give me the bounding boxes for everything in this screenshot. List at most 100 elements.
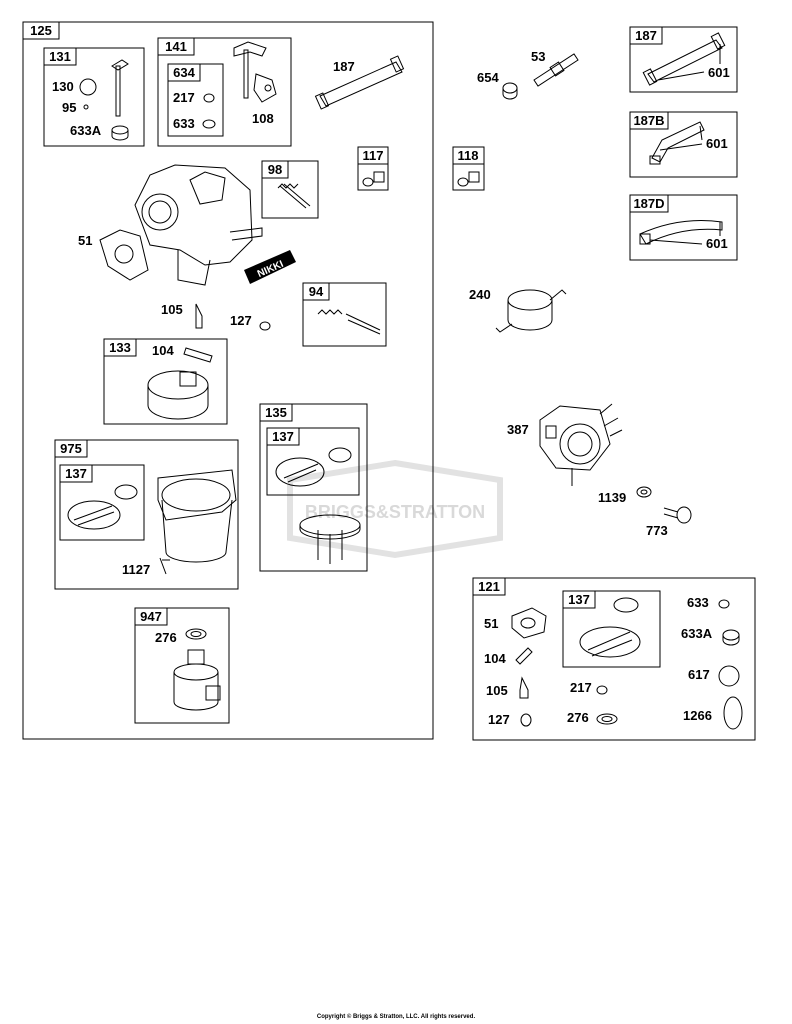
callout-601-c: 601	[706, 236, 728, 251]
group-label-975-137: 137	[65, 466, 87, 481]
group-box-94	[302, 282, 387, 347]
group-label-117: 117	[363, 148, 384, 163]
kit-callout-617: 617	[688, 667, 710, 682]
fitting-118-part	[457, 171, 480, 187]
group-tab-187d	[629, 194, 669, 213]
callout-601-b: 601	[706, 136, 728, 151]
callout-1127: 1127	[122, 562, 150, 577]
group-box-187b	[629, 111, 738, 178]
callout-104: 104	[152, 343, 174, 358]
group-box-975	[54, 439, 239, 590]
group-tab-947	[134, 607, 168, 626]
group-label-98: 98	[268, 162, 282, 177]
group-label-135-137: 137	[272, 429, 294, 444]
group-label-121: 121	[478, 579, 500, 594]
gasket-kit-135-part	[275, 447, 361, 564]
group-box-121-137	[562, 590, 661, 668]
fuel-line-187b-part	[649, 121, 705, 165]
group-label-131: 131	[49, 49, 71, 64]
group-tab-141	[157, 37, 195, 56]
callout-187-main: 187	[333, 59, 355, 74]
group-box-131	[43, 47, 145, 147]
kit-callout-217: 217	[570, 680, 592, 695]
group-box-125	[22, 21, 434, 740]
watermark-text: BRIGGS&STRATTON	[305, 502, 485, 522]
group-tab-125	[22, 21, 60, 40]
group-label-187d: 187D	[633, 196, 664, 211]
callout-240: 240	[469, 287, 491, 302]
group-tab-121-137	[562, 590, 596, 609]
kit-callout-51: 51	[484, 616, 498, 631]
callout-127: 127	[230, 313, 252, 328]
kit-callout-127: 127	[488, 712, 510, 727]
group-label-187b: 187B	[633, 113, 664, 128]
group-label-634: 634	[173, 65, 195, 80]
group-label-133: 133	[109, 340, 131, 355]
mixture-screw-94-part	[317, 309, 381, 335]
group-tab-187b	[629, 111, 669, 130]
callout-105: 105	[161, 302, 183, 317]
callout-633a: 633A	[70, 123, 102, 138]
group-label-125: 125	[30, 23, 52, 38]
group-label-135: 135	[265, 405, 287, 420]
gasket-51-part	[99, 229, 149, 281]
group-tab-975	[54, 439, 88, 458]
callout-130: 130	[52, 79, 74, 94]
group-tab-131	[43, 47, 77, 66]
plug-773-part	[663, 506, 692, 524]
group-tab-98	[261, 160, 289, 179]
group-box-187	[629, 26, 738, 93]
fitting-117-part	[362, 171, 385, 187]
fuel-line-187-part	[314, 55, 405, 110]
fuel-pump-387-part	[539, 403, 623, 486]
fuel-line-187d-part	[639, 220, 723, 245]
group-box-98	[261, 160, 319, 219]
copyright-notice: Copyright © Briggs & Stratton, LLC. All …	[316, 1014, 476, 1020]
callout-217: 217	[173, 90, 195, 105]
kit-callout-104: 104	[484, 651, 506, 666]
callout-601-a: 601	[708, 65, 730, 80]
group-label-975: 975	[60, 441, 82, 456]
nikki-stamp: NIKKI	[244, 250, 296, 284]
group-box-975-137	[59, 464, 145, 541]
callout-654: 654	[477, 70, 499, 85]
gasket-1139-part	[636, 486, 652, 498]
seal-127-part	[259, 321, 271, 331]
group-label-947: 947	[140, 609, 162, 624]
solenoid-947-part	[173, 628, 221, 711]
group-tab-118	[452, 146, 485, 165]
float-133-part	[147, 347, 213, 420]
callout-633: 633	[173, 116, 195, 131]
kit-callout-105: 105	[486, 683, 508, 698]
callout-1139: 1139	[598, 490, 626, 505]
callout-773: 773	[646, 523, 668, 538]
idle-screw-98-part	[277, 183, 311, 209]
callout-51: 51	[78, 233, 92, 248]
choke-shaft-part	[202, 41, 277, 129]
kit-callout-1266: 1266	[683, 708, 712, 723]
group-tab-135-137	[266, 427, 300, 446]
brand-watermark: BRIGGS&STRATTON	[287, 459, 503, 559]
group-box-121	[472, 577, 756, 741]
group-box-133	[103, 338, 228, 425]
kit-callout-633: 633	[687, 595, 709, 610]
fuel-filter-240-part	[495, 289, 567, 333]
float-bowl-975-part	[67, 469, 237, 575]
callout-108: 108	[252, 111, 274, 126]
needle-105-part	[195, 303, 203, 329]
kit-small-parts	[511, 599, 743, 730]
callout-53: 53	[531, 49, 545, 64]
group-box-947	[134, 607, 230, 724]
callout-276: 276	[155, 630, 177, 645]
group-label-94: 94	[309, 284, 324, 299]
group-tab-94	[302, 282, 330, 301]
group-tab-117	[357, 146, 389, 165]
kit-callout-633a: 633A	[681, 626, 713, 641]
callout-95: 95	[62, 100, 76, 115]
kit-gasket-137-part	[579, 597, 641, 658]
group-tab-634	[167, 63, 201, 82]
group-label-121-137: 137	[568, 592, 590, 607]
group-label-187: 187	[635, 28, 657, 43]
group-box-135	[259, 403, 368, 572]
